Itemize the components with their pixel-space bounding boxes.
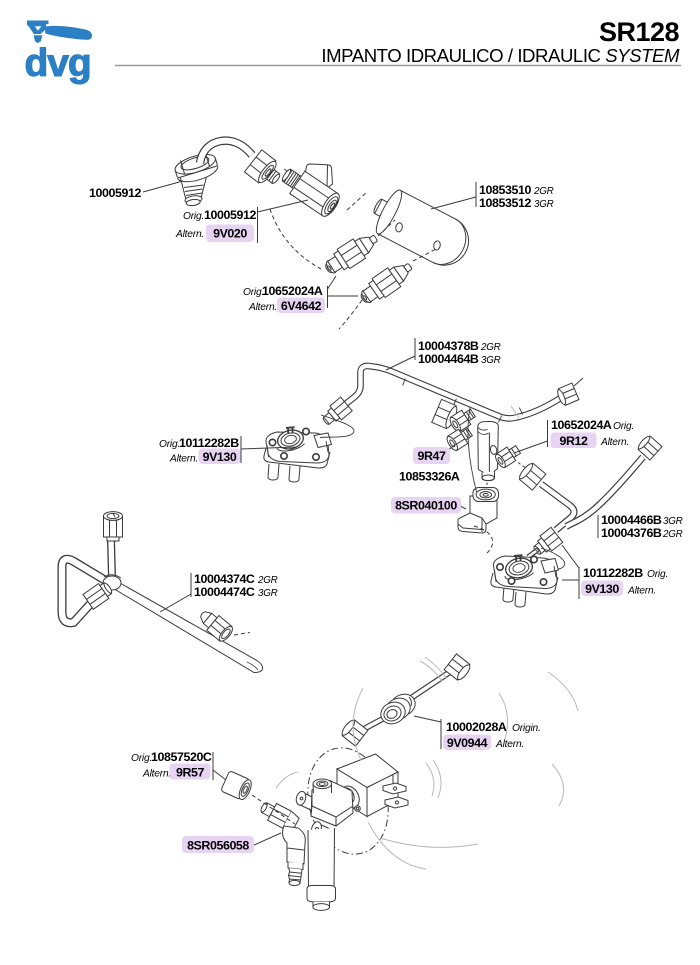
svg-text:10004464B: 10004464B [418, 352, 479, 366]
svg-text:Altern.: Altern. [495, 739, 524, 750]
svg-text:10652024A: 10652024A [262, 284, 323, 298]
svg-text:2GR: 2GR [257, 575, 278, 586]
svg-text:Altern.: Altern. [169, 454, 198, 465]
svg-text:Orig.: Orig. [243, 287, 264, 298]
svg-text:10004374C: 10004374C [194, 572, 255, 586]
svg-text:9R12: 9R12 [559, 434, 588, 448]
svg-text:2GR: 2GR [480, 342, 501, 353]
svg-text:2GR: 2GR [662, 529, 683, 540]
svg-text:10857520C: 10857520C [151, 750, 212, 764]
svg-text:dvg: dvg [25, 42, 91, 85]
svg-text:IMPANTO IDRAULICO / IDRAULIC S: IMPANTO IDRAULICO / IDRAULIC SYSTEM [321, 45, 680, 66]
svg-text:Altern.: Altern. [248, 302, 277, 313]
svg-text:10004466B: 10004466B [601, 513, 662, 527]
svg-text:10112282B: 10112282B [179, 436, 239, 450]
svg-text:10652024A: 10652024A [551, 418, 612, 432]
svg-text:8SR056058: 8SR056058 [187, 839, 249, 853]
svg-text:9V0944: 9V0944 [447, 736, 488, 750]
svg-text:10853326A: 10853326A [399, 470, 460, 484]
svg-text:2GR: 2GR [533, 186, 554, 197]
svg-text:Orig.: Orig. [159, 439, 180, 450]
svg-text:3GR: 3GR [481, 355, 501, 366]
svg-text:10004378B: 10004378B [418, 339, 479, 353]
svg-text:9V130: 9V130 [203, 450, 237, 464]
svg-text:Altern.: Altern. [175, 229, 204, 240]
svg-text:Orig.: Orig. [647, 569, 668, 580]
svg-text:9R57: 9R57 [176, 766, 205, 780]
svg-text:Altern.: Altern. [627, 586, 656, 597]
svg-text:3GR: 3GR [258, 588, 278, 599]
svg-text:Orig.: Orig. [183, 211, 204, 222]
svg-text:Altern.: Altern. [142, 769, 171, 780]
svg-text:10112282B: 10112282B [583, 566, 643, 580]
svg-text:Orig.: Orig. [131, 753, 152, 764]
svg-text:Altern.: Altern. [600, 437, 629, 448]
svg-text:10005912: 10005912 [89, 186, 141, 200]
svg-text:10853510: 10853510 [479, 183, 531, 197]
svg-text:SR128: SR128 [599, 17, 680, 47]
svg-text:6V4642: 6V4642 [281, 299, 322, 313]
svg-text:9V020: 9V020 [213, 227, 247, 241]
svg-text:10002028A: 10002028A [446, 720, 507, 734]
svg-text:10005912: 10005912 [204, 208, 256, 222]
svg-text:9V130: 9V130 [585, 582, 619, 596]
svg-text:10853512: 10853512 [479, 196, 531, 210]
svg-text:3GR: 3GR [534, 199, 554, 210]
svg-text:Origin.: Origin. [512, 723, 541, 734]
svg-text:8SR040100: 8SR040100 [395, 499, 457, 513]
svg-text:Orig.: Orig. [613, 421, 634, 432]
svg-text:3GR: 3GR [663, 516, 683, 527]
svg-text:10004474C: 10004474C [194, 585, 255, 599]
svg-text:10004376B: 10004376B [601, 526, 662, 540]
svg-text:9R47: 9R47 [417, 449, 446, 463]
